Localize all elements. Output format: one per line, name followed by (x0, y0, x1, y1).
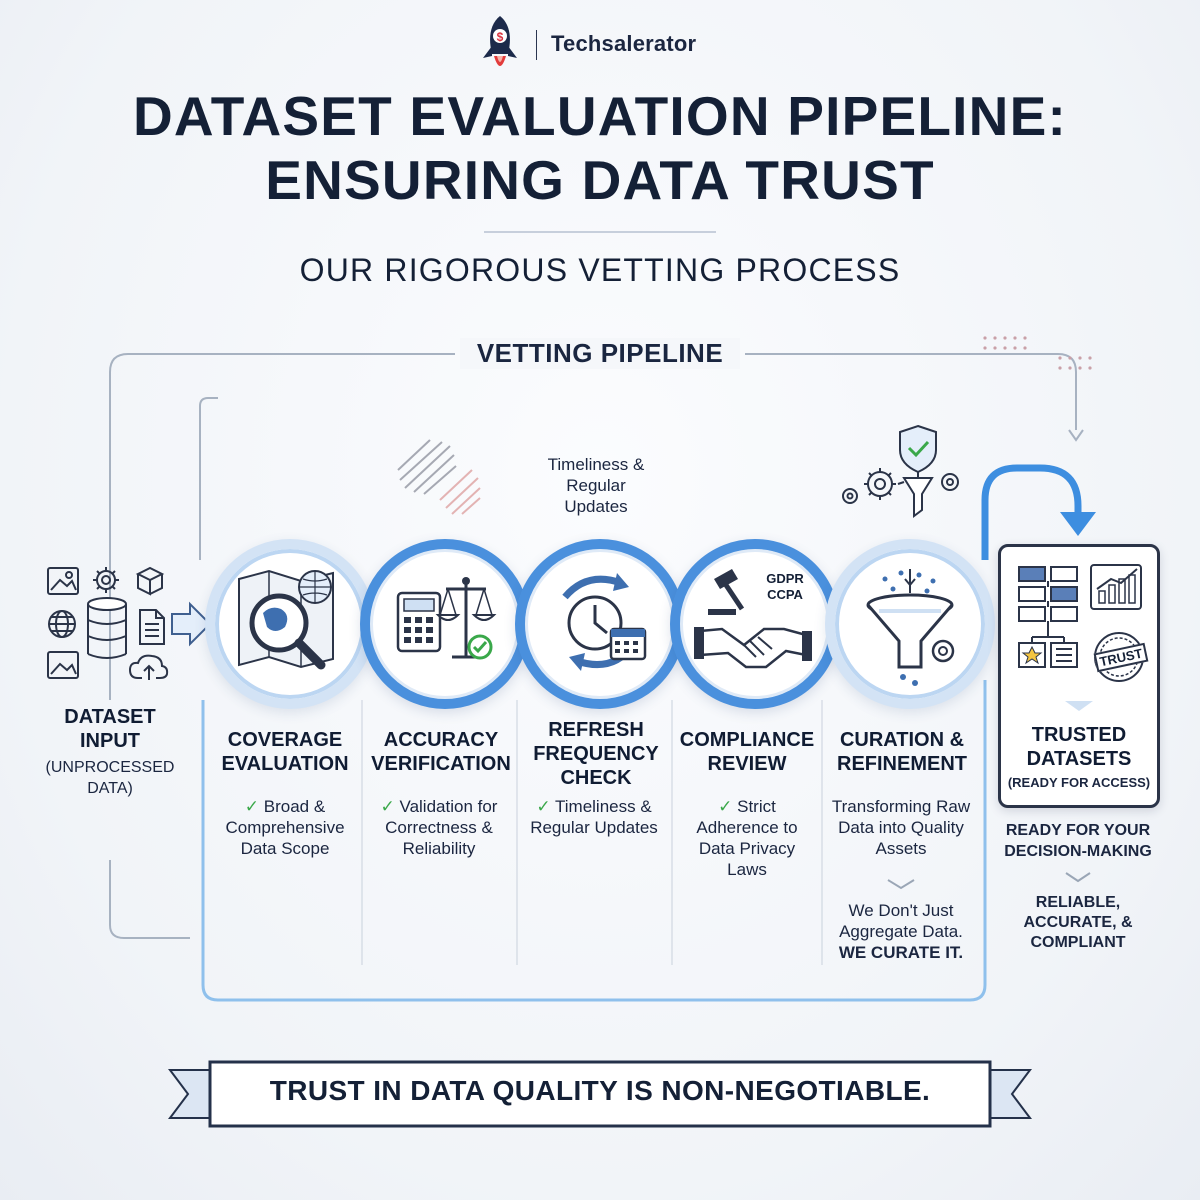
trusted-datasets-card: TRUST TRUSTED DATASETS (READY FOR ACCESS… (998, 544, 1160, 808)
gdpr-label: GDPR (766, 571, 804, 586)
curation-tagline-line-1: We Don't Just (848, 901, 954, 920)
logo-divider (536, 30, 537, 60)
title-divider (484, 231, 716, 233)
qualities-note-line-1: RELIABLE, (1035, 894, 1121, 911)
check-icon: ✓ (380, 797, 395, 816)
ccpa-label: CCPA (767, 587, 803, 602)
stage-coverage-title: COVERAGE EVALUATION (221, 729, 349, 775)
stage-refresh-desc: ✓ Timeliness & Regular Updates (524, 796, 664, 838)
curation-tagline-line-2: Aggregate Data. (839, 922, 963, 941)
decision-making-note-line-2: DECISION-MAKING (1004, 843, 1152, 860)
dataset-input-title: DATASET INPUT (40, 705, 180, 753)
gavel-handshake-icon (694, 569, 812, 669)
trusted-datasets-title-line-2: DATASETS (1026, 748, 1132, 770)
accuracy-stage-circle (360, 539, 530, 709)
gdpr-ccpa-label: GDPR CCPA (760, 571, 810, 603)
svg-text:$: $ (497, 30, 504, 44)
stage-curation-desc: Transforming Raw Data into Quality Asset… (831, 797, 971, 858)
funnel-icon (866, 569, 955, 686)
stage-accuracy-desc-text: Validation for Correctness & Reliability (385, 797, 498, 858)
compliance-stage-circle: GDPR CCPA (670, 539, 840, 709)
decision-making-note-line-1: READY FOR YOUR (1005, 822, 1151, 839)
map-magnifier-icon (238, 569, 334, 670)
folders-chart-badge-icon (1018, 564, 1144, 682)
stage-coverage-desc: ✓ Broad & Comprehensive Data Scope (212, 796, 358, 859)
check-icon: ✓ (244, 797, 260, 816)
timeliness-floating-note: Timeliness & Regular Updates (547, 455, 645, 516)
chevron-down-icon (1065, 701, 1093, 711)
rocket-logo-icon: $ (483, 16, 517, 66)
qualities-note-line-2: ACCURATE, & (1023, 914, 1133, 931)
decision-making-note: READY FOR YOUR DECISION-MAKING (996, 820, 1160, 862)
trusted-datasets-title-line-1: TRUSTED (1031, 724, 1127, 746)
curation-stage-circle (825, 539, 995, 709)
page-title-line-1: DATASET EVALUATION PIPELINE: (133, 85, 1067, 147)
check-icon: ✓ (536, 797, 551, 816)
stage-accuracy-title: ACCURACY VERIFICATION (371, 729, 511, 775)
bottom-banner-text: TRUST IN DATA QUALITY IS NON-NEGOTIABLE. (269, 1075, 931, 1106)
stage-curation-title: CURATION & REFINEMENT (837, 729, 967, 775)
stage-refresh-title: REFRESH FREQUENCY CHECK (533, 719, 659, 789)
curation-tagline: We Don't Just Aggregate Data. WE CURATE … (826, 900, 976, 963)
stage-accuracy-desc: ✓ Validation for Correctness & Reliabili… (366, 796, 512, 859)
dataset-input-title-line-2: INPUT (80, 730, 140, 752)
stage-coverage-desc-text: Broad & Comprehensive Data Scope (225, 797, 345, 858)
shield-gears-icon (842, 424, 959, 518)
page-title-line-2: ENSURING DATA TRUST (265, 149, 935, 211)
page-subtitle: OUR RIGOROUS VETTING PROCESS (299, 252, 901, 288)
stage-refresh-desc-text: Timeliness & Regular Updates (530, 797, 658, 837)
stage-compliance-desc-text: Strict Adherence to Data Privacy Laws (696, 797, 798, 879)
stage-compliance-desc: ✓ Strict Adherence to Data Privacy Laws (682, 796, 812, 880)
dataset-input-icons (47, 566, 169, 680)
refresh-stage-circle (515, 539, 685, 709)
trusted-datasets-note: (READY FOR ACCESS) (1007, 775, 1151, 790)
clock-calendar-icon (562, 573, 647, 671)
vetting-pipeline-label: VETTING PIPELINE (460, 338, 740, 369)
stage-compliance-title: COMPLIANCE REVIEW (679, 729, 815, 775)
coverage-stage-circle (205, 539, 375, 709)
calculator-scale-icon (396, 577, 497, 660)
curation-tagline-line-3: WE CURATE IT. (838, 943, 964, 962)
dataset-input-note: (UNPROCESSED DATA) (45, 759, 175, 797)
qualities-note: RELIABLE, ACCURATE, & COMPLIANT (1000, 893, 1156, 953)
brand-name: Techsalerator (551, 31, 697, 56)
page-title: DATASET EVALUATION PIPELINE: ENSURING DA… (0, 84, 1200, 212)
trusted-datasets-title: TRUSTED DATASETS (1001, 723, 1157, 771)
dataset-input-title-line-1: DATASET (64, 706, 156, 728)
qualities-note-line-3: COMPLIANT (1030, 934, 1126, 951)
check-icon: ✓ (718, 797, 733, 816)
